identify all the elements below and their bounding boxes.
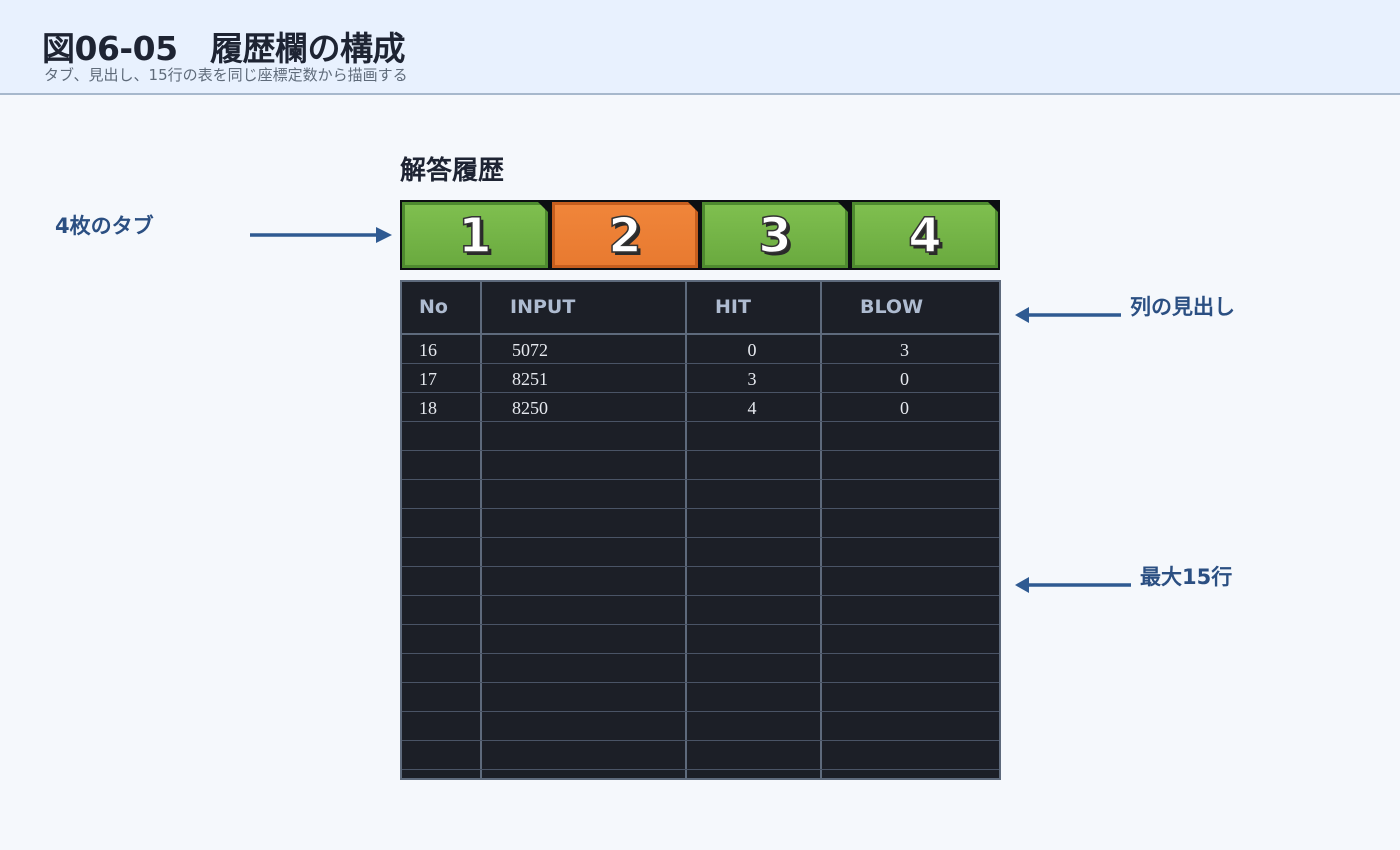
- callout-tabs: 4枚のタブ: [55, 214, 154, 238]
- tab-label: 2: [608, 208, 642, 264]
- tab-label: 4: [908, 208, 942, 264]
- arrow-left-icon: [1015, 577, 1131, 593]
- arrow-right-icon: [250, 227, 392, 243]
- row-divider: [402, 421, 999, 422]
- history-section-title: 解答履歴: [400, 156, 505, 186]
- row-divider: [402, 479, 999, 480]
- column-divider: [820, 282, 822, 778]
- row-divider: [402, 363, 999, 364]
- callout-rows: 最大15行: [1140, 565, 1233, 589]
- tab-4[interactable]: 4: [852, 202, 998, 268]
- table-header-row: No INPUT HIT BLOW: [402, 282, 999, 335]
- tab-1[interactable]: 1: [402, 202, 548, 268]
- column-header-hit: HIT: [715, 296, 751, 318]
- cell-input: 5072: [512, 340, 548, 360]
- column-header-no: No: [419, 296, 448, 318]
- row-divider: [402, 566, 999, 567]
- cell-hit: 0: [747, 340, 757, 360]
- figure-title: 図06-05 履歴欄の構成: [42, 29, 406, 68]
- tab-label: 1: [458, 208, 492, 264]
- row-divider: [402, 595, 999, 596]
- column-header-blow: BLOW: [860, 296, 924, 318]
- cell-hit: 3: [747, 369, 757, 389]
- row-divider: [402, 624, 999, 625]
- row-divider: [402, 682, 999, 683]
- cell-no: 17: [419, 369, 437, 389]
- row-divider: [402, 508, 999, 509]
- cell-hit: 4: [747, 398, 757, 418]
- row-divider: [402, 450, 999, 451]
- cell-no: 18: [419, 398, 437, 418]
- row-divider: [402, 769, 999, 770]
- cell-no: 16: [419, 340, 437, 360]
- cell-blow: 0: [900, 398, 909, 418]
- tab-2[interactable]: 2: [552, 202, 698, 268]
- column-header-input: INPUT: [510, 296, 576, 318]
- history-tabs: 1 2 3 4: [400, 200, 1000, 270]
- callout-headers: 列の見出し: [1130, 295, 1235, 319]
- arrow-left-icon: [1015, 307, 1121, 323]
- cell-blow: 0: [900, 369, 909, 389]
- history-table: No INPUT HIT BLOW 16 5072 0 3 17 8251 3 0 18 8250…: [400, 280, 1001, 780]
- cell-input: 8251: [512, 369, 548, 389]
- row-divider: [402, 392, 999, 393]
- cell-blow: 3: [900, 340, 909, 360]
- column-divider: [480, 282, 482, 778]
- cell-input: 8250: [512, 398, 548, 418]
- column-divider: [685, 282, 687, 778]
- figure-header: 図06-05 履歴欄の構成 タブ、見出し、15行の表を同じ座標定数から描画する: [0, 0, 1400, 95]
- row-divider: [402, 653, 999, 654]
- tab-label: 3: [758, 208, 792, 264]
- row-divider: [402, 537, 999, 538]
- tab-3[interactable]: 3: [702, 202, 848, 268]
- figure-subtitle: タブ、見出し、15行の表を同じ座標定数から描画する: [44, 66, 408, 84]
- row-divider: [402, 740, 999, 741]
- row-divider: [402, 711, 999, 712]
